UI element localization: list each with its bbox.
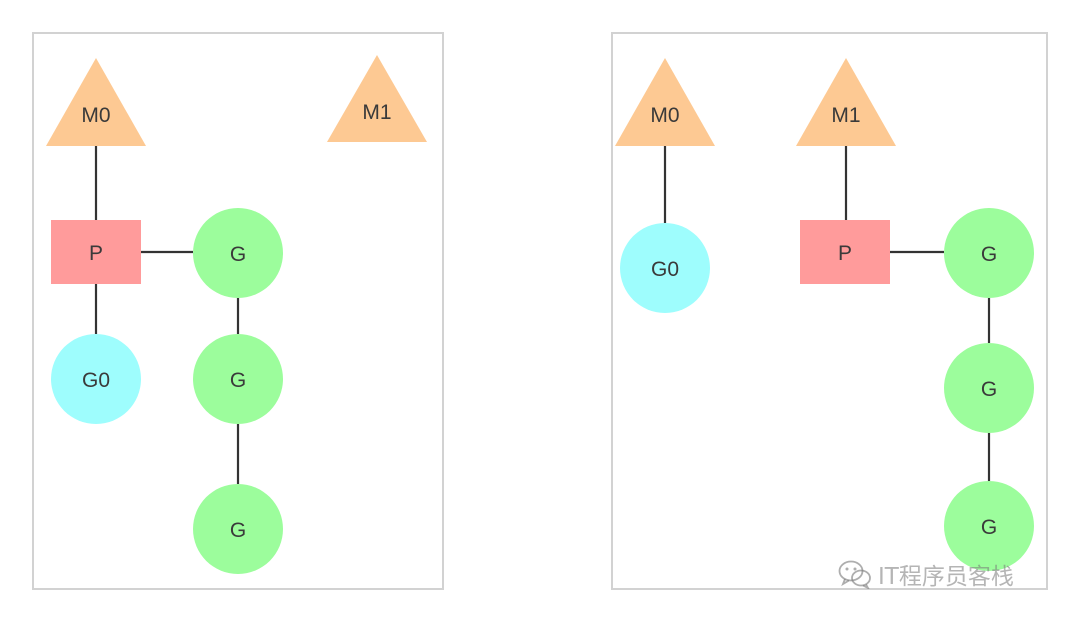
right-m1-node: M1 — [796, 58, 896, 146]
right-g0-label: G0 — [651, 258, 679, 281]
right-m0-node: M0 — [615, 58, 715, 146]
left-g0-node: G0 — [51, 334, 141, 424]
watermark: IT程序员客栈 — [838, 556, 1014, 592]
right-m1-label: M1 — [831, 104, 860, 127]
left-m1-node: M1 — [327, 55, 427, 142]
left-m1-label: M1 — [362, 101, 391, 124]
wechat-icon — [838, 560, 871, 589]
left-goroutine-2-label: G — [230, 369, 246, 392]
left-goroutine-1: G — [193, 208, 283, 298]
right-goroutine-2: G — [944, 343, 1034, 433]
right-goroutine-1: G — [944, 208, 1034, 298]
right-goroutine-3-label: G — [981, 516, 997, 539]
left-g0-label: G0 — [82, 369, 110, 392]
left-p-label: P — [89, 242, 103, 265]
left-goroutine-3-label: G — [230, 519, 246, 542]
right-goroutine-3: G — [944, 481, 1034, 571]
watermark-text: IT程序员客栈 — [878, 564, 1014, 590]
right-m0-label: M0 — [650, 104, 679, 127]
left-m0-label: M0 — [81, 104, 110, 127]
right-g0-node: G0 — [620, 223, 710, 313]
left-m0-node: M0 — [46, 58, 146, 146]
right-p-node: P — [800, 220, 890, 284]
left-goroutine-2: G — [193, 334, 283, 424]
right-goroutine-2-label: G — [981, 378, 997, 401]
left-p-node: P — [51, 220, 141, 284]
right-goroutine-1-label: G — [981, 243, 997, 266]
right-p-label: P — [838, 242, 852, 265]
left-goroutine-3: G — [193, 484, 283, 574]
left-goroutine-1-label: G — [230, 243, 246, 266]
